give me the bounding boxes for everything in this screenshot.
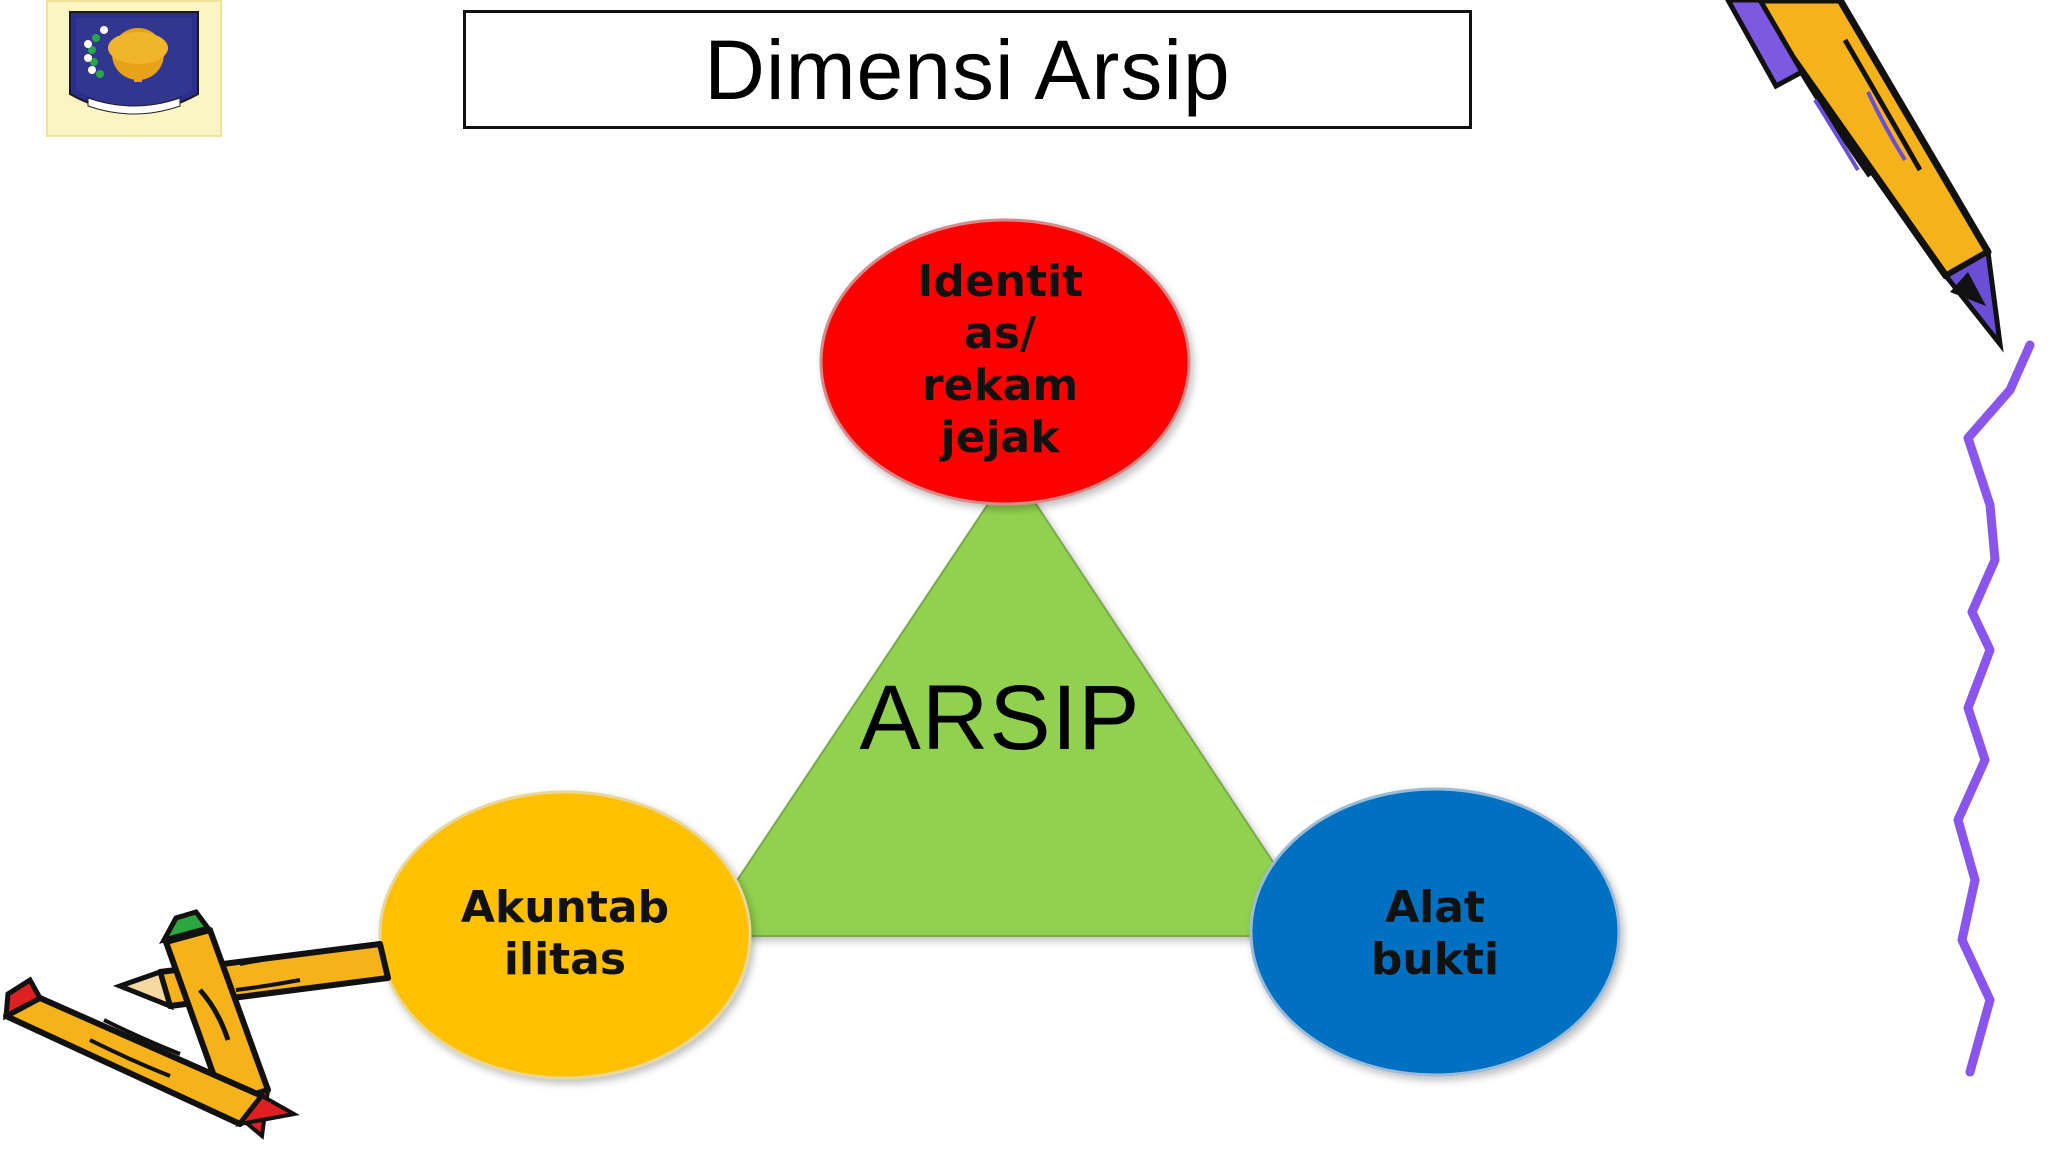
node-left-label: Akuntab ilitas: [460, 882, 670, 985]
node-right-label: Alat bukti: [1370, 882, 1500, 985]
pencils-icon: [3, 909, 391, 1140]
page-title: Dimensi Arsip: [704, 22, 1231, 117]
government-emblem-icon: [46, 0, 222, 137]
node-right-circle: [1249, 787, 1621, 1077]
node-top-circle: [819, 218, 1191, 506]
title-box: Dimensi Arsip: [463, 10, 1472, 129]
pencil-icon: [1725, 0, 2004, 353]
node-top-label: Identit as/ rekam jejak: [916, 256, 1084, 463]
node-left-circle: [378, 790, 752, 1080]
center-triangle: [698, 466, 1324, 937]
wavy-line-icon: [1953, 340, 2035, 1077]
center-label: ARSIP: [859, 667, 1141, 769]
